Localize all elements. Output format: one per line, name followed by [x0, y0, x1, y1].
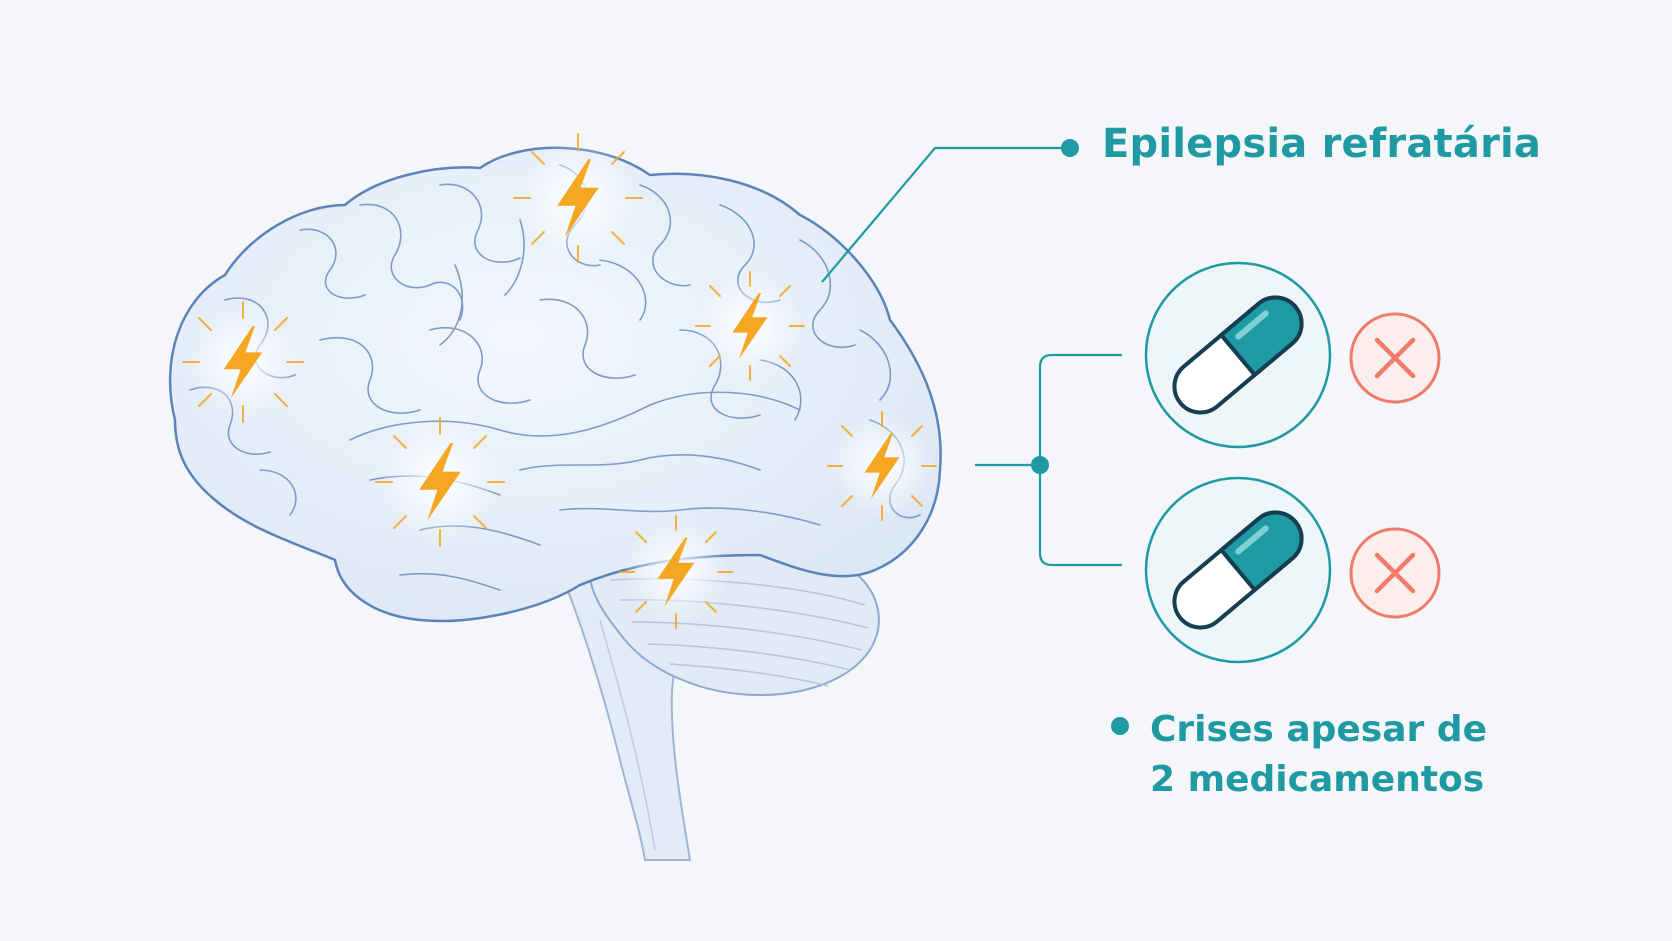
- note-line-1: Crises apesar de: [1150, 709, 1487, 750]
- x-circle-icon: [1349, 312, 1441, 404]
- condition-callout: [821, 146, 1068, 283]
- medication-1: [1144, 261, 1441, 449]
- medication-bracket: [975, 353, 1122, 567]
- bracket-node: [1031, 456, 1049, 474]
- medication-2: [1144, 476, 1441, 664]
- note-bullet: [1111, 717, 1129, 735]
- lightning-bolt-icon: [695, 271, 805, 381]
- note-label: Crises apesar de 2 medicamentos: [1150, 705, 1510, 805]
- cerebrum: [168, 146, 942, 623]
- condition-label: Epilepsia refratária: [1102, 121, 1542, 167]
- capsule-icon: [1172, 295, 1304, 415]
- x-circle-icon: [1349, 527, 1441, 619]
- condition-bullet: [1061, 139, 1079, 157]
- lightning-bolt-icon: [827, 411, 937, 521]
- lightning-bolt-icon: [513, 133, 643, 263]
- lightning-bolt-icon: [619, 515, 733, 629]
- lightning-bolt-icon: [182, 301, 304, 423]
- lightning-bolt-icon: [375, 417, 505, 547]
- seizure-markers: [182, 133, 937, 629]
- capsule-icon: [1172, 510, 1304, 630]
- note-line-2: 2 medicamentos: [1150, 759, 1485, 800]
